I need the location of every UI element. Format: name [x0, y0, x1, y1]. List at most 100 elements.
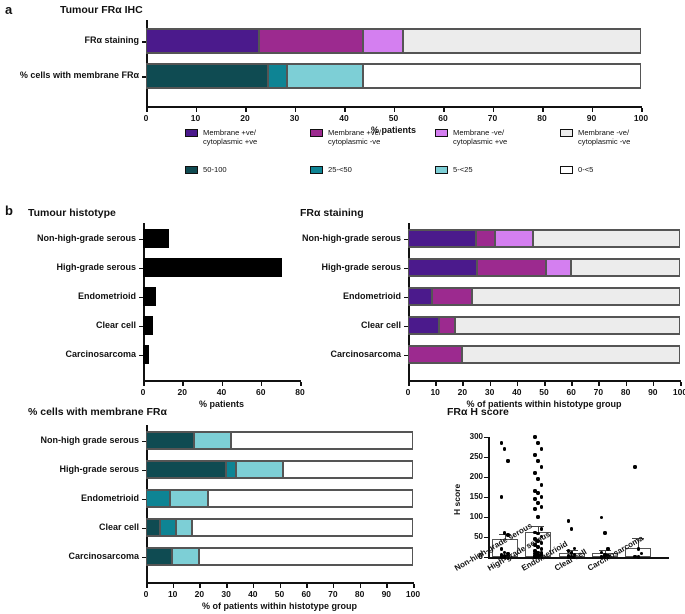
legend-label: 25-<50 [328, 165, 352, 174]
data-point [539, 551, 543, 555]
y-tick [484, 457, 488, 459]
x-axis-line [488, 557, 669, 559]
legend-swatch [560, 166, 573, 174]
x-tick [182, 382, 184, 386]
bar-segment-0 [145, 29, 260, 53]
x-axis-line [143, 380, 301, 382]
bar-segment-1 [475, 230, 495, 247]
data-point [573, 546, 577, 550]
data-point [506, 533, 510, 537]
x-tick-label: 70 [487, 113, 498, 123]
data-point [533, 555, 537, 559]
legend-label: Membrane -ve/ cytoplasmic +ve [453, 128, 508, 147]
bar-segment-1 [438, 317, 456, 334]
x-tick-label: 20 [240, 113, 250, 123]
data-point [533, 497, 537, 501]
legend-label: 0-<5 [578, 165, 594, 174]
x-tick-label: 20 [194, 589, 205, 599]
category-label-0: Non-high grade serous [40, 434, 139, 445]
bar-segment-2 [169, 490, 209, 507]
category-tick [142, 469, 146, 471]
bar-segment-3 [231, 432, 413, 449]
category-tick [139, 354, 143, 356]
table-row [145, 28, 641, 54]
bar-segment-0 [407, 259, 477, 276]
y-tick [484, 537, 488, 539]
bar-4 [143, 345, 149, 364]
legend-item-1: Membrane +ve/ cytoplasmic -ve [310, 128, 430, 147]
table-row [145, 63, 641, 89]
category-tick [404, 296, 408, 298]
data-point [536, 515, 540, 519]
data-point [499, 547, 504, 551]
data-point [603, 553, 607, 557]
category-tick [142, 527, 146, 529]
x-axis-title: % of patients within histotype group [202, 601, 357, 611]
data-point [633, 554, 637, 558]
x-tick [332, 584, 335, 588]
table-row [145, 460, 413, 479]
legend-item-b-1: 25-<50 [310, 165, 430, 174]
x-tick-label: 80 [620, 387, 631, 397]
data-point [566, 549, 570, 553]
category-label-3: Clear cell [98, 521, 139, 532]
data-point [539, 547, 543, 551]
x-tick-label: 30 [221, 589, 231, 599]
category-label-0: Non-high-grade serous [36, 232, 136, 243]
table-row [407, 345, 680, 364]
bar-segment-3 [462, 346, 680, 363]
chart-title-membrane-fra: % cells with membrane FRα [28, 406, 167, 418]
data-point [533, 530, 537, 534]
x-tick-label: 90 [586, 113, 597, 123]
legend-swatch [185, 166, 198, 174]
x-tick [462, 382, 464, 386]
chart-title-h-score: FRα H score [447, 406, 509, 418]
x-tick [300, 382, 302, 386]
y-tick [484, 517, 488, 519]
x-tick-label: 90 [648, 387, 658, 397]
bar-segment-2 [494, 230, 533, 247]
y-axis-title: H score [452, 483, 462, 515]
x-tick [344, 108, 346, 112]
category-label-0: Non-high-grade serous [301, 232, 401, 243]
bar-segment-7 [363, 64, 641, 88]
legend-label: 50-100 [203, 165, 227, 174]
data-point [533, 549, 537, 553]
bar-segment-2 [176, 519, 193, 536]
data-point [539, 534, 543, 538]
category-tick [404, 354, 408, 356]
data-point [533, 543, 537, 547]
error-bar-1 [538, 526, 540, 532]
legend-swatch [185, 129, 198, 137]
legend-item-b-2: 5-<25 [435, 165, 555, 174]
y-tick-label: 0 [478, 552, 483, 561]
x-tick-label: 100 [405, 589, 421, 599]
bar-segment-1 [160, 519, 177, 536]
bar-segment-2 [172, 548, 199, 565]
x-tick [544, 382, 546, 386]
bar-segment-3 [471, 288, 680, 305]
data-point [636, 547, 640, 551]
table-row [145, 547, 413, 566]
x-tick-label: 40 [216, 387, 227, 397]
data-point [539, 447, 543, 451]
category-label-4: Carcinosarcoma [68, 550, 139, 561]
bar-segment-0 [407, 288, 433, 305]
x-tick [413, 584, 415, 588]
y-tick-label: 150 [469, 492, 483, 501]
x-tick [226, 584, 228, 588]
data-point [536, 441, 540, 445]
y-tick-label: 200 [469, 472, 483, 481]
category-label-1: High-grade serous [56, 261, 136, 272]
panel-a-title: Tumour FRα IHC [60, 4, 143, 16]
x-tick [146, 108, 148, 112]
data-point [499, 495, 504, 499]
x-tick-label: 20 [177, 387, 187, 397]
chart-title-fra-staining: FRα staining [300, 207, 364, 219]
data-point [506, 552, 510, 556]
data-point [503, 447, 507, 451]
